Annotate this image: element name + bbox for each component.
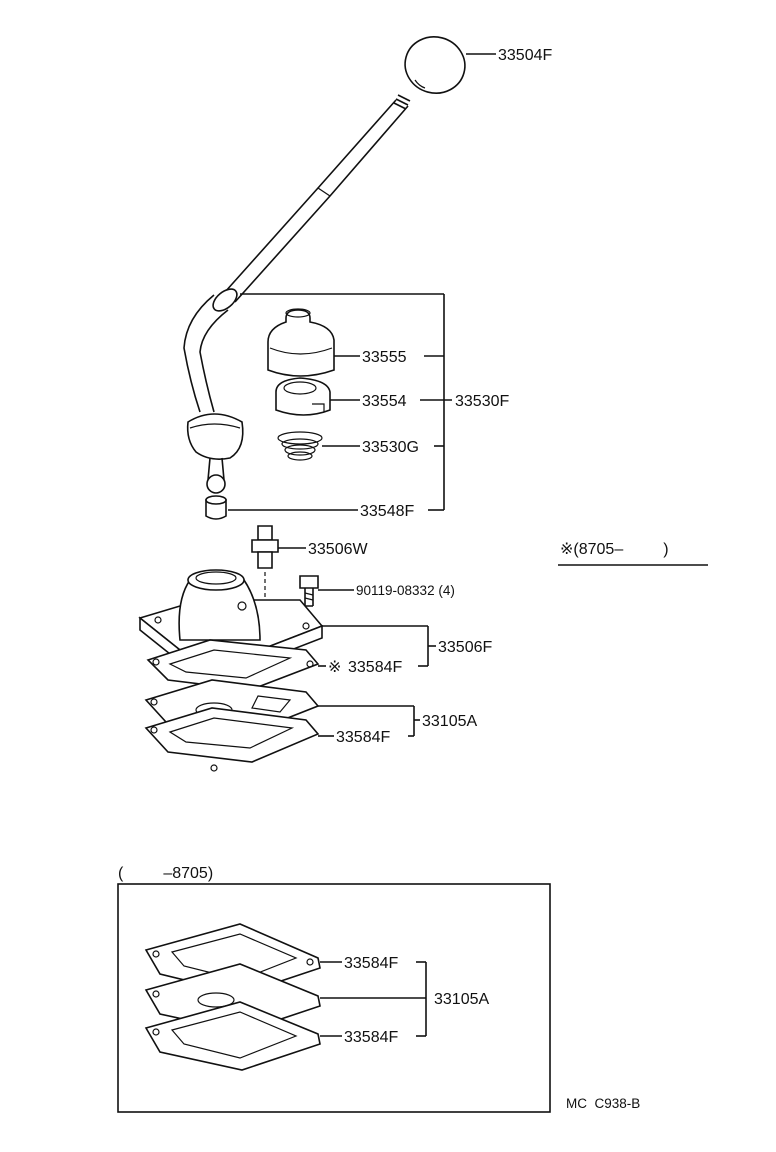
label-gasket-upper[interactable]: 33584F xyxy=(348,659,402,676)
gasket-lower[interactable] xyxy=(144,707,320,772)
bracket-gasket-set xyxy=(408,706,420,737)
inset-gasket-lower[interactable] xyxy=(144,1001,321,1071)
date-note-new: ※(8705– ) xyxy=(560,541,669,558)
seat-spring[interactable] xyxy=(277,431,323,461)
bracket-lever-assy xyxy=(240,293,452,511)
label-seat-spring[interactable]: 33530G xyxy=(362,439,419,456)
inset-gasket-middle[interactable] xyxy=(144,963,321,1033)
label-gasket-upper-mark: ※ xyxy=(328,659,341,676)
inset-gasket-upper[interactable] xyxy=(144,923,321,995)
label-pin[interactable]: 33506W xyxy=(308,541,368,558)
label-retainer[interactable]: 33554 xyxy=(362,393,407,410)
bushing[interactable] xyxy=(205,495,227,520)
label-inset-gasket-lower[interactable]: 33584F xyxy=(344,1029,398,1046)
bracket-retainer-assy xyxy=(418,626,436,667)
bolt[interactable] xyxy=(299,575,319,607)
bracket-inset-set xyxy=(416,961,427,1037)
label-gasket-lower[interactable]: 33584F xyxy=(336,729,390,746)
label-inset-gasket-upper[interactable]: 33584F xyxy=(344,955,398,972)
pin[interactable] xyxy=(251,525,279,598)
label-bolt[interactable]: 90119-08332 (4) xyxy=(356,583,455,598)
label-inset-gasket-set[interactable]: 33105A xyxy=(434,991,489,1008)
label-knob[interactable]: 33504F xyxy=(498,47,552,64)
inset-box xyxy=(117,883,551,1113)
retainer[interactable] xyxy=(275,377,331,416)
gasket-upper[interactable] xyxy=(146,639,320,691)
label-boot[interactable]: 33555 xyxy=(362,349,407,366)
date-note-old: ( –8705) xyxy=(118,865,213,882)
label-lever-assy[interactable]: 33530F xyxy=(455,393,509,410)
label-bushing[interactable]: 33548F xyxy=(360,503,414,520)
label-retainer-assy[interactable]: 33506F xyxy=(438,639,492,656)
shift-lever[interactable] xyxy=(183,94,411,494)
shift-knob[interactable] xyxy=(399,30,471,100)
boot[interactable] xyxy=(267,308,335,377)
label-gasket-set[interactable]: 33105A xyxy=(422,713,477,730)
figure-code: MC C938-B xyxy=(566,1096,640,1111)
